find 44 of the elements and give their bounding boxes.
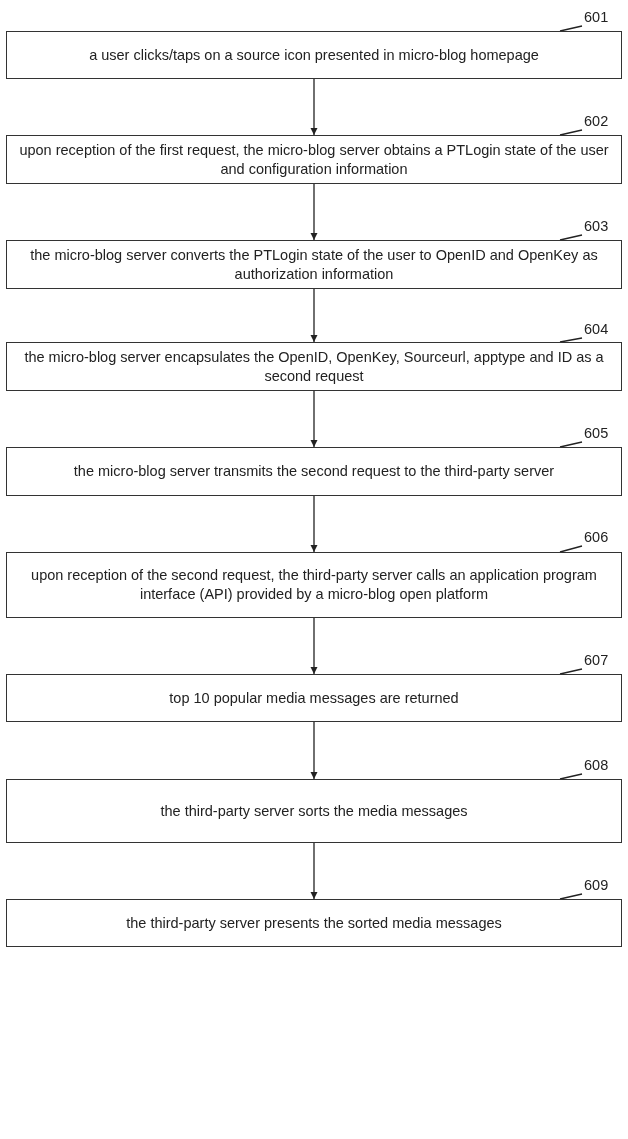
callout-number: 602 bbox=[584, 112, 618, 130]
process-box bbox=[6, 674, 622, 722]
callout-number: 601 bbox=[584, 8, 618, 26]
step-text: the third-party server presents the sorted media messages bbox=[126, 913, 502, 933]
leader-line bbox=[559, 337, 583, 343]
leader-line bbox=[559, 545, 583, 553]
step-text: the micro-blog server converts the PTLogin state of the user to OpenID and OpenKey as authorization information bbox=[29, 245, 599, 284]
process-box bbox=[6, 552, 622, 618]
step-text: the third-party server sorts the media messages bbox=[160, 801, 468, 821]
leader-line bbox=[559, 773, 583, 780]
step-text: the micro-blog server transmits the second request to the third-party server bbox=[73, 462, 555, 481]
leader-line bbox=[559, 129, 583, 136]
arrow bbox=[310, 842, 318, 900]
process-box bbox=[6, 240, 622, 289]
callout-number: 609 bbox=[584, 876, 618, 894]
leader-line bbox=[559, 893, 583, 900]
process-box bbox=[6, 31, 622, 79]
arrow bbox=[310, 78, 318, 136]
step-text: top 10 popular media messages are returned bbox=[169, 688, 459, 708]
callout-number: 607 bbox=[584, 651, 618, 669]
step-text: a user clicks/taps on a source icon presented in micro-blog homepage bbox=[89, 45, 539, 65]
arrow bbox=[310, 183, 318, 241]
callout-number: 606 bbox=[584, 528, 618, 546]
callout-number: 604 bbox=[584, 320, 618, 338]
arrow bbox=[310, 495, 318, 553]
leader-line bbox=[559, 441, 583, 448]
leader-line bbox=[559, 25, 583, 32]
step-text: the micro-blog server encapsulates the OpenID, OpenKey, Sourceurl, apptype and ID as a second request bbox=[23, 347, 605, 386]
callout-number: 603 bbox=[584, 217, 618, 235]
arrow bbox=[310, 721, 318, 780]
process-box bbox=[6, 447, 622, 496]
callout-number: 605 bbox=[584, 424, 618, 442]
arrow bbox=[310, 288, 318, 343]
callout-number: 608 bbox=[584, 756, 618, 774]
leader-line bbox=[559, 668, 583, 675]
arrow bbox=[310, 390, 318, 448]
process-box bbox=[6, 342, 622, 391]
arrow bbox=[310, 617, 318, 675]
process-box bbox=[6, 899, 622, 947]
step-text: upon reception of the second request, the third-party server calls an application program interface (API) provided by a micro-blog open platform bbox=[30, 566, 598, 604]
process-box bbox=[6, 779, 622, 843]
step-text: upon reception of the first request, the micro-blog server obtains a PTLogin state of the user and configuration information bbox=[18, 140, 610, 179]
process-box bbox=[6, 135, 622, 184]
leader-line bbox=[559, 234, 583, 241]
